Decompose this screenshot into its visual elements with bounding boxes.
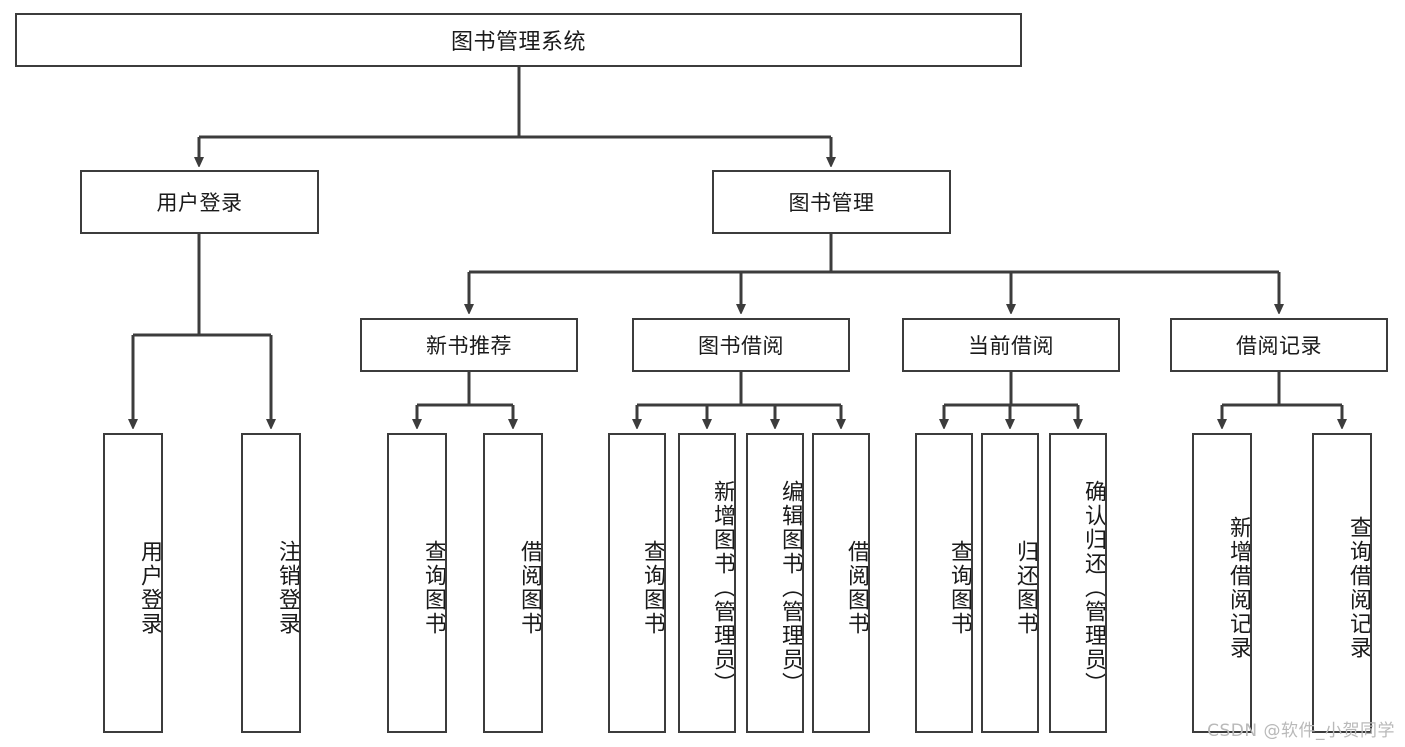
- leaf-user-login-login[interactable]: 用户登录: [103, 433, 163, 733]
- leaf-current-borrow-return-book[interactable]: 归还图书: [981, 433, 1039, 733]
- node-borrow-record[interactable]: 借阅记录: [1170, 318, 1388, 372]
- node-label: 用户登录: [137, 540, 162, 636]
- node-label: 归还图书: [1013, 540, 1038, 636]
- node-label: 图书管理系统: [450, 30, 586, 55]
- leaf-user-login-logout[interactable]: 注销登录: [241, 433, 301, 733]
- leaf-new-book-query-book[interactable]: 查询图书: [387, 433, 447, 733]
- node-new-book-recommend[interactable]: 新书推荐: [360, 318, 578, 372]
- node-book-borrow[interactable]: 图书借阅: [632, 318, 850, 372]
- leaf-borrow-record-add-record[interactable]: 新增借阅记录: [1192, 433, 1252, 733]
- leaf-book-borrow-borrow-book[interactable]: 借阅图书: [812, 433, 870, 733]
- node-label: 注销登录: [275, 540, 300, 636]
- node-label: 新增图书（管理员）: [710, 480, 735, 696]
- leaf-book-borrow-add-book-admin[interactable]: 新增图书（管理员）: [678, 433, 736, 733]
- leaf-book-borrow-query-book[interactable]: 查询图书: [608, 433, 666, 733]
- node-label: 编辑图书（管理员）: [778, 480, 803, 696]
- node-label: 图书管理: [788, 191, 875, 215]
- node-label: 新增借阅记录: [1226, 516, 1251, 660]
- node-label: 查询图书: [947, 540, 972, 636]
- leaf-current-borrow-query-book[interactable]: 查询图书: [915, 433, 973, 733]
- node-label: 确认归还（管理员）: [1081, 480, 1106, 696]
- node-label: 当前借阅: [968, 334, 1054, 358]
- leaf-book-borrow-edit-book-admin[interactable]: 编辑图书（管理员）: [746, 433, 804, 733]
- node-current-borrow[interactable]: 当前借阅: [902, 318, 1120, 372]
- node-label: 用户登录: [156, 191, 243, 215]
- watermark-text: CSDN @软件_小贺同学: [1207, 721, 1395, 741]
- node-label: 查询借阅记录: [1346, 516, 1371, 660]
- node-label: 借阅图书: [517, 540, 542, 636]
- leaf-borrow-record-query-record[interactable]: 查询借阅记录: [1312, 433, 1372, 733]
- leaf-new-book-borrow-book[interactable]: 借阅图书: [483, 433, 543, 733]
- node-label: 查询图书: [640, 540, 665, 636]
- node-user-login[interactable]: 用户登录: [80, 170, 319, 234]
- node-label: 借阅记录: [1236, 334, 1322, 358]
- node-label: 借阅图书: [844, 540, 869, 636]
- node-book-management[interactable]: 图书管理: [712, 170, 951, 234]
- node-label: 新书推荐: [426, 334, 512, 358]
- node-root-book-management-system[interactable]: 图书管理系统: [15, 13, 1022, 67]
- leaf-current-borrow-confirm-return-admin[interactable]: 确认归还（管理员）: [1049, 433, 1107, 733]
- node-label: 图书借阅: [698, 334, 784, 358]
- node-label: 查询图书: [421, 540, 446, 636]
